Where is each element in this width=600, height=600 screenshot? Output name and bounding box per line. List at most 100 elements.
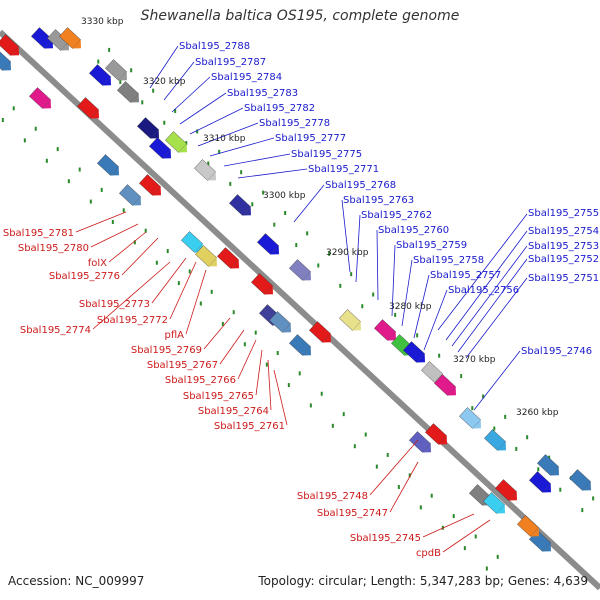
scale-label: 3320 kbp — [143, 77, 186, 87]
tick-mark — [295, 243, 298, 248]
tick-mark — [45, 158, 48, 163]
tick-mark — [97, 59, 100, 64]
gene-arrow — [416, 353, 426, 363]
gene-label-lower-left[interactable]: Sbal195_2776 — [49, 271, 120, 282]
gene-label-lower-left[interactable]: Sbal195_2769 — [131, 345, 202, 356]
tick-mark — [372, 292, 375, 297]
gene-label-right[interactable]: Sbal195_2755 — [528, 208, 599, 219]
gene-label-upper[interactable]: Sbal195_2760 — [378, 225, 449, 236]
gene-label-lower[interactable]: Sbal195_2748 — [297, 491, 368, 502]
gene-label-lower-left[interactable]: Sbal195_2772 — [97, 315, 168, 326]
tick-mark — [375, 464, 378, 469]
gene-label-upper[interactable]: Sbal195_2775 — [291, 149, 362, 160]
gene-label-lower-left[interactable]: Sbal195_2773 — [79, 299, 150, 310]
gene-label-right[interactable]: Sbal195_2752 — [528, 254, 599, 265]
gene-label-upper[interactable]: Sbal195_2788 — [179, 41, 250, 52]
gene-label-lower-left[interactable]: Sbal195_2780 — [18, 243, 89, 254]
gene-label-right[interactable]: Sbal195_2753 — [528, 241, 599, 252]
tick-mark — [331, 423, 334, 428]
gene-feature — [89, 64, 112, 86]
gene-label-upper[interactable]: Sbal195_2784 — [211, 72, 282, 83]
gene-block — [517, 515, 539, 537]
tick-mark — [188, 269, 191, 274]
gene-label-lower[interactable]: Sbal195_2747 — [317, 508, 388, 519]
gene-label-right[interactable]: Sbal195_2746 — [521, 346, 592, 357]
tick-mark — [485, 566, 488, 571]
gene-arrow — [447, 386, 457, 396]
tick-mark — [438, 353, 441, 358]
gene-label-lower-left[interactable]: pflA — [165, 330, 185, 341]
gene-block — [569, 469, 591, 491]
gene-label-upper[interactable]: Sbal195_2778 — [259, 118, 330, 129]
gene-label-lower[interactable]: Sbal195_2745 — [350, 533, 421, 544]
gene-label-lower[interactable]: cpdB — [416, 548, 441, 559]
scale-label: 3260 kbp — [516, 408, 559, 418]
tick-mark — [276, 350, 279, 355]
gene-label-upper[interactable]: Sbal195_2777 — [275, 133, 346, 144]
gene-label-lower-left[interactable]: Sbal195_2774 — [20, 325, 91, 336]
gene-feature — [194, 159, 217, 181]
gene-label-upper[interactable]: Sbal195_2757 — [430, 270, 501, 281]
tick-mark — [243, 342, 246, 347]
gene-arrow — [550, 466, 560, 476]
label-leader-line — [197, 122, 259, 147]
gene-label-upper[interactable]: Sbal195_2768 — [325, 180, 396, 191]
gene-arrow — [230, 259, 240, 269]
gene-label-right[interactable]: Sbal195_2751 — [528, 273, 599, 284]
gene-label-upper[interactable]: Sbal195_2783 — [227, 88, 298, 99]
tick-mark — [254, 330, 257, 335]
label-leader-line — [442, 519, 491, 553]
label-leader-line — [473, 350, 521, 411]
tick-mark — [130, 68, 133, 73]
gene-feature — [459, 407, 482, 429]
gene-label-lower-left[interactable]: Sbal195_2767 — [147, 360, 218, 371]
tick-mark — [471, 406, 474, 411]
tick-mark — [218, 149, 221, 154]
gene-arrow — [152, 186, 162, 196]
gene-label-upper[interactable]: Sbal195_2756 — [448, 285, 519, 296]
gene-label-upper[interactable]: Sbal195_2787 — [195, 57, 266, 68]
gene-arrow — [422, 443, 432, 453]
gene-label-lower-left[interactable]: Sbal195_2765 — [183, 391, 254, 402]
label-leader-line — [108, 231, 147, 263]
scale-label: 3290 kbp — [326, 248, 369, 258]
tick-mark — [284, 210, 287, 215]
gene-feature — [495, 479, 518, 501]
gene-feature — [47, 29, 70, 51]
gene-label-upper[interactable]: Sbal195_2758 — [413, 255, 484, 266]
gene-label-lower-left[interactable]: Sbal195_2781 — [3, 228, 74, 239]
gene-label-upper[interactable]: Sbal195_2782 — [244, 103, 315, 114]
gene-label-right[interactable]: Sbal195_2754 — [528, 226, 599, 237]
gene-arrow — [542, 483, 552, 493]
label-leader-line — [203, 317, 231, 350]
gene-arrow — [302, 271, 312, 281]
tick-mark — [229, 181, 232, 186]
label-leader-line — [149, 45, 179, 89]
tick-mark — [166, 249, 169, 254]
gene-label-lower-left[interactable]: folX — [88, 258, 107, 269]
gene-arrow — [582, 481, 592, 491]
tick-mark — [34, 126, 37, 131]
gene-feature — [117, 81, 140, 103]
tick-mark — [416, 333, 419, 338]
gene-label-upper[interactable]: Sbal195_2763 — [343, 195, 414, 206]
gene-arrow — [110, 166, 120, 176]
gene-label-upper[interactable]: Sbal195_2762 — [361, 210, 432, 221]
gene-feature — [569, 469, 592, 491]
gene-arrow — [150, 129, 160, 139]
tick-mark — [56, 147, 59, 152]
gene-label-lower-left[interactable]: Sbal195_2764 — [198, 406, 269, 417]
map-title: Shewanella baltica OS195, complete genom… — [140, 8, 460, 24]
gene-feature — [0, 34, 20, 56]
gene-label-upper[interactable]: Sbal195_2771 — [308, 164, 379, 175]
gene-block — [495, 479, 517, 501]
gene-feature — [425, 423, 448, 445]
tick-mark — [196, 129, 199, 134]
gene-label-upper[interactable]: Sbal195_2759 — [396, 240, 467, 251]
gene-feature — [339, 309, 362, 331]
gene-label-lower-left[interactable]: Sbal195_2761 — [214, 421, 285, 432]
tick-mark — [397, 484, 400, 489]
gene-arrow — [2, 61, 12, 71]
scale-label: 3280 kbp — [389, 302, 432, 312]
gene-label-lower-left[interactable]: Sbal195_2766 — [165, 375, 236, 386]
